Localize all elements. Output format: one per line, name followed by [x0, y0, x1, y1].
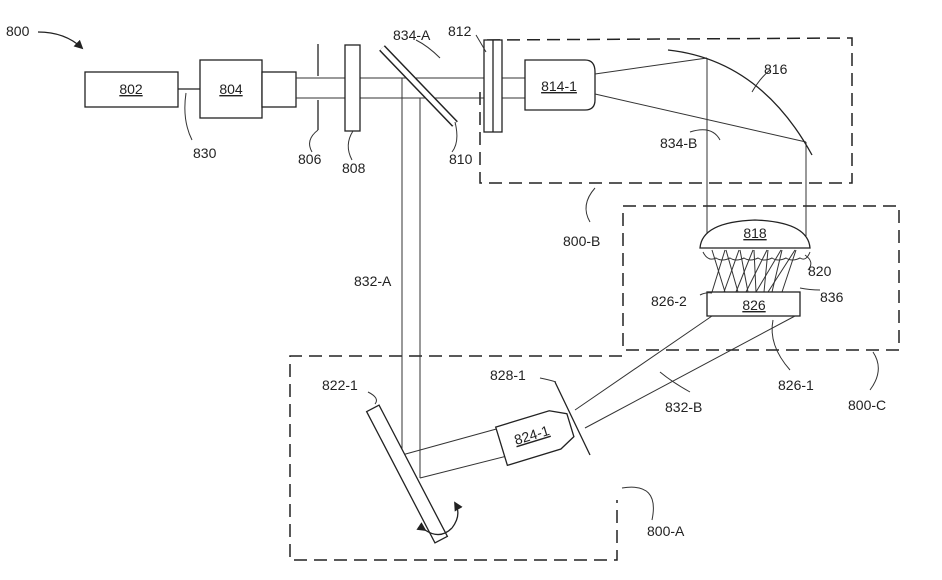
subsystem-800-b-boundary: [479, 37, 853, 184]
label-836: 836: [820, 289, 844, 305]
label-834-b: 834-B: [660, 135, 697, 151]
figure-800-arrow: 800: [6, 23, 84, 50]
component-804-output: [261, 71, 297, 108]
label-832-b: 832-B: [665, 399, 702, 415]
plate-808: [344, 44, 361, 132]
label-808: 808: [342, 160, 366, 176]
detector-826: [706, 291, 801, 317]
label-834-a: 834-A: [393, 27, 431, 43]
scanning-mirror-822-1: [365, 404, 449, 544]
label-818: 818: [743, 225, 767, 241]
label-804: 804: [219, 81, 243, 97]
label-800-c: 800-C: [848, 397, 886, 413]
rotation-arrows: [416, 501, 463, 536]
label-816: 816: [764, 61, 788, 77]
label-806: 806: [298, 151, 322, 167]
label-802: 802: [119, 81, 143, 97]
aperture-828-1: [554, 381, 591, 456]
label-814-1: 814-1: [541, 78, 577, 94]
beam-832-b: [574, 315, 796, 429]
svg-text:800: 800: [6, 23, 30, 39]
beam-822-to-824: [401, 427, 516, 479]
beam-834-b: [594, 57, 807, 236]
label-800-b: 800-B: [563, 233, 600, 249]
label-832-a: 832-A: [354, 273, 392, 289]
label-830: 830: [193, 145, 217, 161]
lens-814-1: [524, 59, 596, 111]
label-812: 812: [448, 23, 472, 39]
label-810: 810: [449, 151, 473, 167]
label-826: 826: [742, 297, 766, 313]
subsystem-800-c-boundary: [622, 205, 900, 351]
label-800-a: 800-A: [647, 523, 685, 539]
label-828-1: 828-1: [490, 367, 526, 383]
component-804: [199, 59, 263, 119]
lens-array-818: [699, 219, 811, 249]
label-822-1: 822-1: [322, 377, 358, 393]
label-820: 820: [808, 263, 832, 279]
beam-832-a: [401, 78, 421, 478]
lens-824-1: [494, 410, 575, 467]
subsystem-800-a-boundary: [289, 355, 622, 561]
fiber-array-820: [702, 249, 811, 293]
label-826-2: 826-2: [651, 293, 687, 309]
label-826-1: 826-1: [778, 377, 814, 393]
mirror-816: [667, 49, 813, 156]
leader-lines: [184, 34, 879, 521]
